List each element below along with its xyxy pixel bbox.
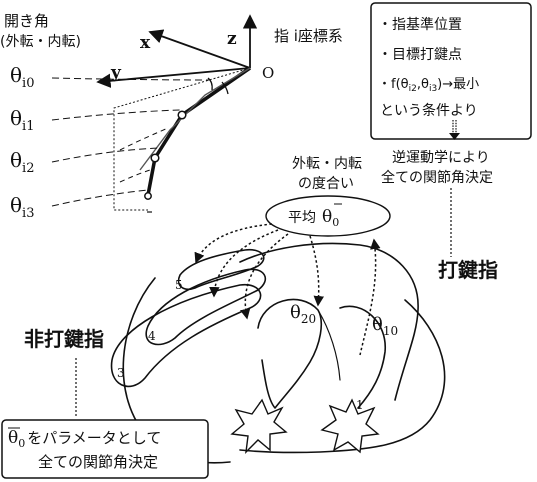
joint-1 (177, 110, 187, 120)
arrow-to-finger-2 (309, 235, 325, 307)
leader-theta-i3 (51, 189, 149, 207)
down-arrow-head (449, 133, 460, 140)
finger-4-outline (145, 268, 267, 346)
wrist-curve (239, 299, 446, 454)
finger-number-3: 3 (117, 366, 125, 380)
finger-number-5: 5 (175, 278, 183, 292)
frame-label: 指 i座標系 (274, 27, 343, 45)
leader-theta-i1 (51, 109, 181, 121)
theta-i1-label: θi1 (10, 106, 34, 134)
leader-theta-i0 (51, 77, 211, 81)
arrow-to-finger-5 (194, 223, 273, 264)
finger-number-1: 1 (356, 398, 364, 412)
x-axis (148, 29, 251, 69)
theta-i3-label: θi3 (10, 193, 34, 221)
finger-2-outline (257, 298, 322, 409)
abduction-label-line1: 開き角 (4, 12, 49, 30)
x-axis-label: x (140, 33, 151, 53)
non-striking-finger-label: 非打鍵指 (24, 327, 104, 351)
conditions-box-frame (370, 2, 532, 140)
finger-3-outline (110, 283, 262, 388)
theta-i0-label: θi0 (10, 63, 34, 91)
abduction-degree-line1: 外転・内転 (292, 156, 362, 172)
finger-1-outline (339, 305, 386, 409)
angle-arc-0 (207, 77, 213, 91)
condition-item-2: ・目標打鍵点 (378, 46, 462, 63)
arrow-to-finger-4 (209, 229, 279, 298)
result-line-1: 逆運動学により (392, 150, 490, 166)
finger-coordinate-system: 開き角 (外転・内転) x z y O 指 i座標系 θi0 θi1 θi2 θ… (0, 12, 343, 221)
projection-outline (113, 67, 251, 211)
finger-5-outline (177, 248, 265, 291)
theta-i2-label: θi2 (10, 148, 34, 176)
abduction-degree-line2: の度合い (298, 176, 354, 192)
palm-outline (239, 242, 419, 401)
average-ellipse (265, 195, 391, 237)
theta-20-label: θ20 (290, 302, 316, 326)
y-axis-label: y (110, 63, 122, 83)
arrow-to-finger-3 (240, 233, 289, 320)
leader-theta-i2 (51, 147, 161, 163)
abduction-label-line2: (外転・内転) (0, 34, 81, 50)
finger-number-4: 4 (148, 329, 156, 343)
condition-item-4: という条件より (380, 102, 478, 119)
finger-links-projection (139, 67, 251, 171)
leader-extra-2 (119, 169, 151, 183)
strike-burst-2 (230, 398, 288, 454)
leader-extra-1 (119, 127, 169, 151)
strike-burst-1 (320, 398, 380, 454)
bottom-box-frame (1, 419, 209, 479)
conditions-box: ・指基準位置 ・目標打鍵点 ・f(θi2,θi3)→最小 という条件より 逆運動… (370, 2, 532, 257)
joint-2 (150, 153, 160, 163)
fingertip (144, 192, 152, 200)
angle-arc-0b (221, 81, 229, 95)
origin-label: O (262, 64, 274, 82)
finger-links (146, 66, 251, 196)
condition-item-3: ・f(θi2,θi3)→最小 (378, 77, 479, 94)
abduction-arrows (194, 223, 381, 356)
arrow-from-finger-1 (359, 238, 381, 356)
condition-item-1: ・指基準位置 (378, 16, 462, 33)
finger-1-inner (317, 309, 341, 381)
z-axis-label: z (227, 29, 237, 49)
theta-10-label: θ10 (372, 314, 398, 338)
result-line-2: 全ての関節角決定 (381, 169, 493, 186)
bottom-box-line2: 全ての関節角決定 (38, 453, 158, 471)
striking-finger-label: 打鍵指 (438, 258, 498, 282)
